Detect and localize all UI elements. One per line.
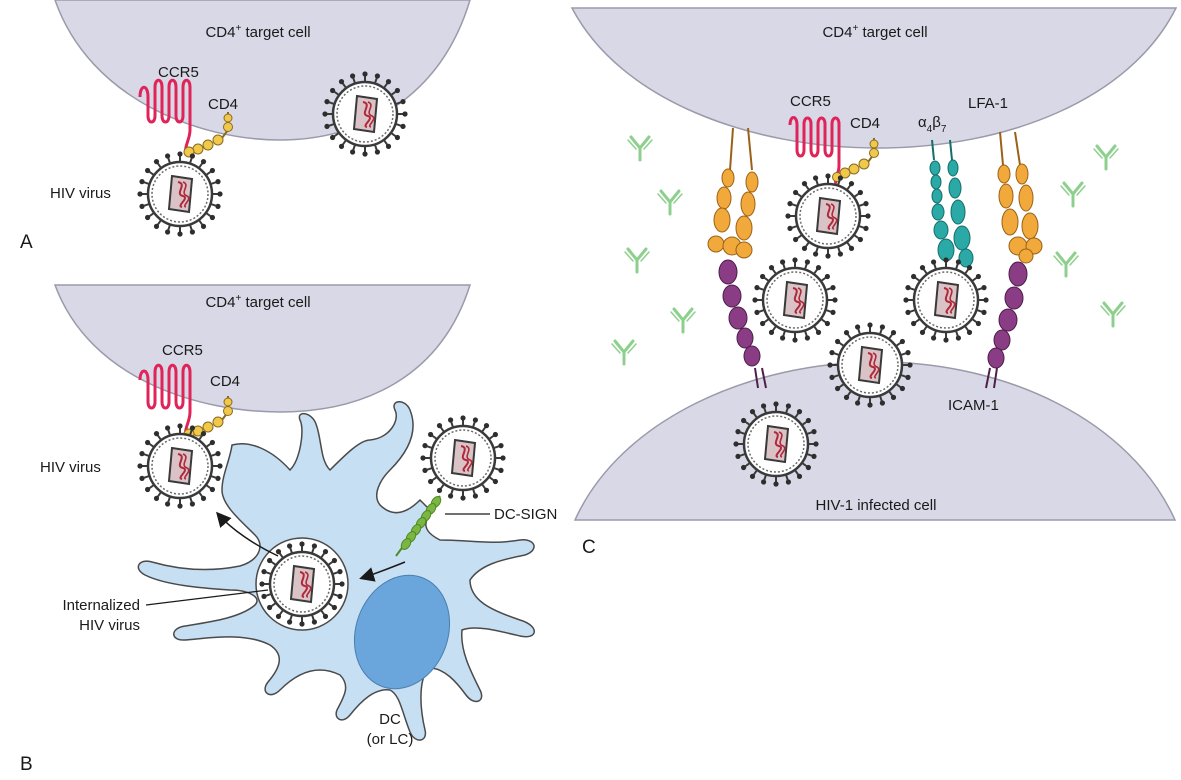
antibody-icon (1099, 301, 1127, 328)
antibody-icon (669, 307, 697, 334)
panel-c-letter: C (582, 537, 596, 558)
dc-sign-label: DC-SIGN (494, 506, 557, 523)
hiv-virion-icon (136, 150, 224, 238)
panel-a-letter: A (20, 232, 33, 253)
panel-a-target-cell (54, 0, 471, 141)
icam1-right (985, 261, 1028, 389)
panel-b-letter: B (20, 754, 33, 775)
panel-a: CD4+ target cell CCR5 CD4 HIV virus A (20, 0, 471, 253)
hiv-virion-icon (751, 256, 839, 344)
panel-a-ccr5-receptor (138, 78, 192, 156)
antibody-icon (1092, 144, 1120, 171)
internalized-label-2: HIV virus (79, 617, 140, 634)
icam1-label: ICAM-1 (948, 397, 999, 414)
hiv-virion-icon (419, 414, 507, 502)
antibody-icon (610, 339, 638, 366)
panel-c-target-cell (570, 7, 1178, 149)
arrow-icon (359, 561, 406, 582)
panel-a-ccr5-label: CCR5 (158, 64, 199, 81)
lfa1-left (707, 127, 759, 259)
antibody-icon (1052, 251, 1080, 278)
panel-a-virus-label: HIV virus (50, 185, 111, 202)
panel-b-cell-label: CD4+ target cell (205, 293, 310, 311)
panel-b-ccr5-label: CCR5 (162, 342, 203, 359)
a4b7-integrin (929, 139, 974, 268)
panel-c-cd4-label: CD4 (850, 115, 880, 132)
dc-label-1: DC (379, 711, 401, 728)
panel-b-virus-label: HIV virus (40, 459, 101, 476)
antibody-icon (623, 247, 651, 274)
arrow-icon (216, 511, 279, 557)
a4b7-label: α4β7 (918, 114, 947, 135)
panel-a-cd4-receptor (183, 112, 233, 158)
hiv-virion-icon (784, 172, 872, 260)
infected-cell-label: HIV-1 infected cell (816, 497, 937, 514)
panel-b-target-cell (53, 284, 472, 413)
panel-c: CD4+ target cell HIV-1 infected cell (570, 7, 1178, 558)
hiv-virion-icon (902, 256, 990, 344)
dc-sign-receptor (395, 495, 442, 557)
dc-label-2: (or LC) (367, 731, 414, 748)
panel-a-cell-label: CD4+ target cell (205, 23, 310, 41)
panel-c-ccr5-label: CCR5 (790, 93, 831, 110)
panel-c-ccr5-receptor (788, 116, 841, 185)
panel-b-cd4-label: CD4 (210, 373, 240, 390)
panel-b-ccr5-receptor (138, 363, 192, 437)
lfa1-label: LFA-1 (968, 95, 1008, 112)
hiv-virion-icon (136, 422, 224, 510)
antibody-icon (626, 135, 654, 162)
antibody-icon (656, 189, 684, 216)
dc-nucleus (353, 574, 451, 690)
lfa1-right (997, 131, 1043, 264)
panel-c-cell-label: CD4+ target cell (822, 23, 927, 41)
internalized-label-1: Internalized (62, 597, 140, 614)
antibody-icon (1059, 181, 1087, 208)
panel-a-cd4-label: CD4 (208, 96, 238, 113)
panel-b: CD4+ target cell CCR5 CD4 HIV virus (20, 284, 557, 775)
icam1-left (718, 259, 767, 389)
